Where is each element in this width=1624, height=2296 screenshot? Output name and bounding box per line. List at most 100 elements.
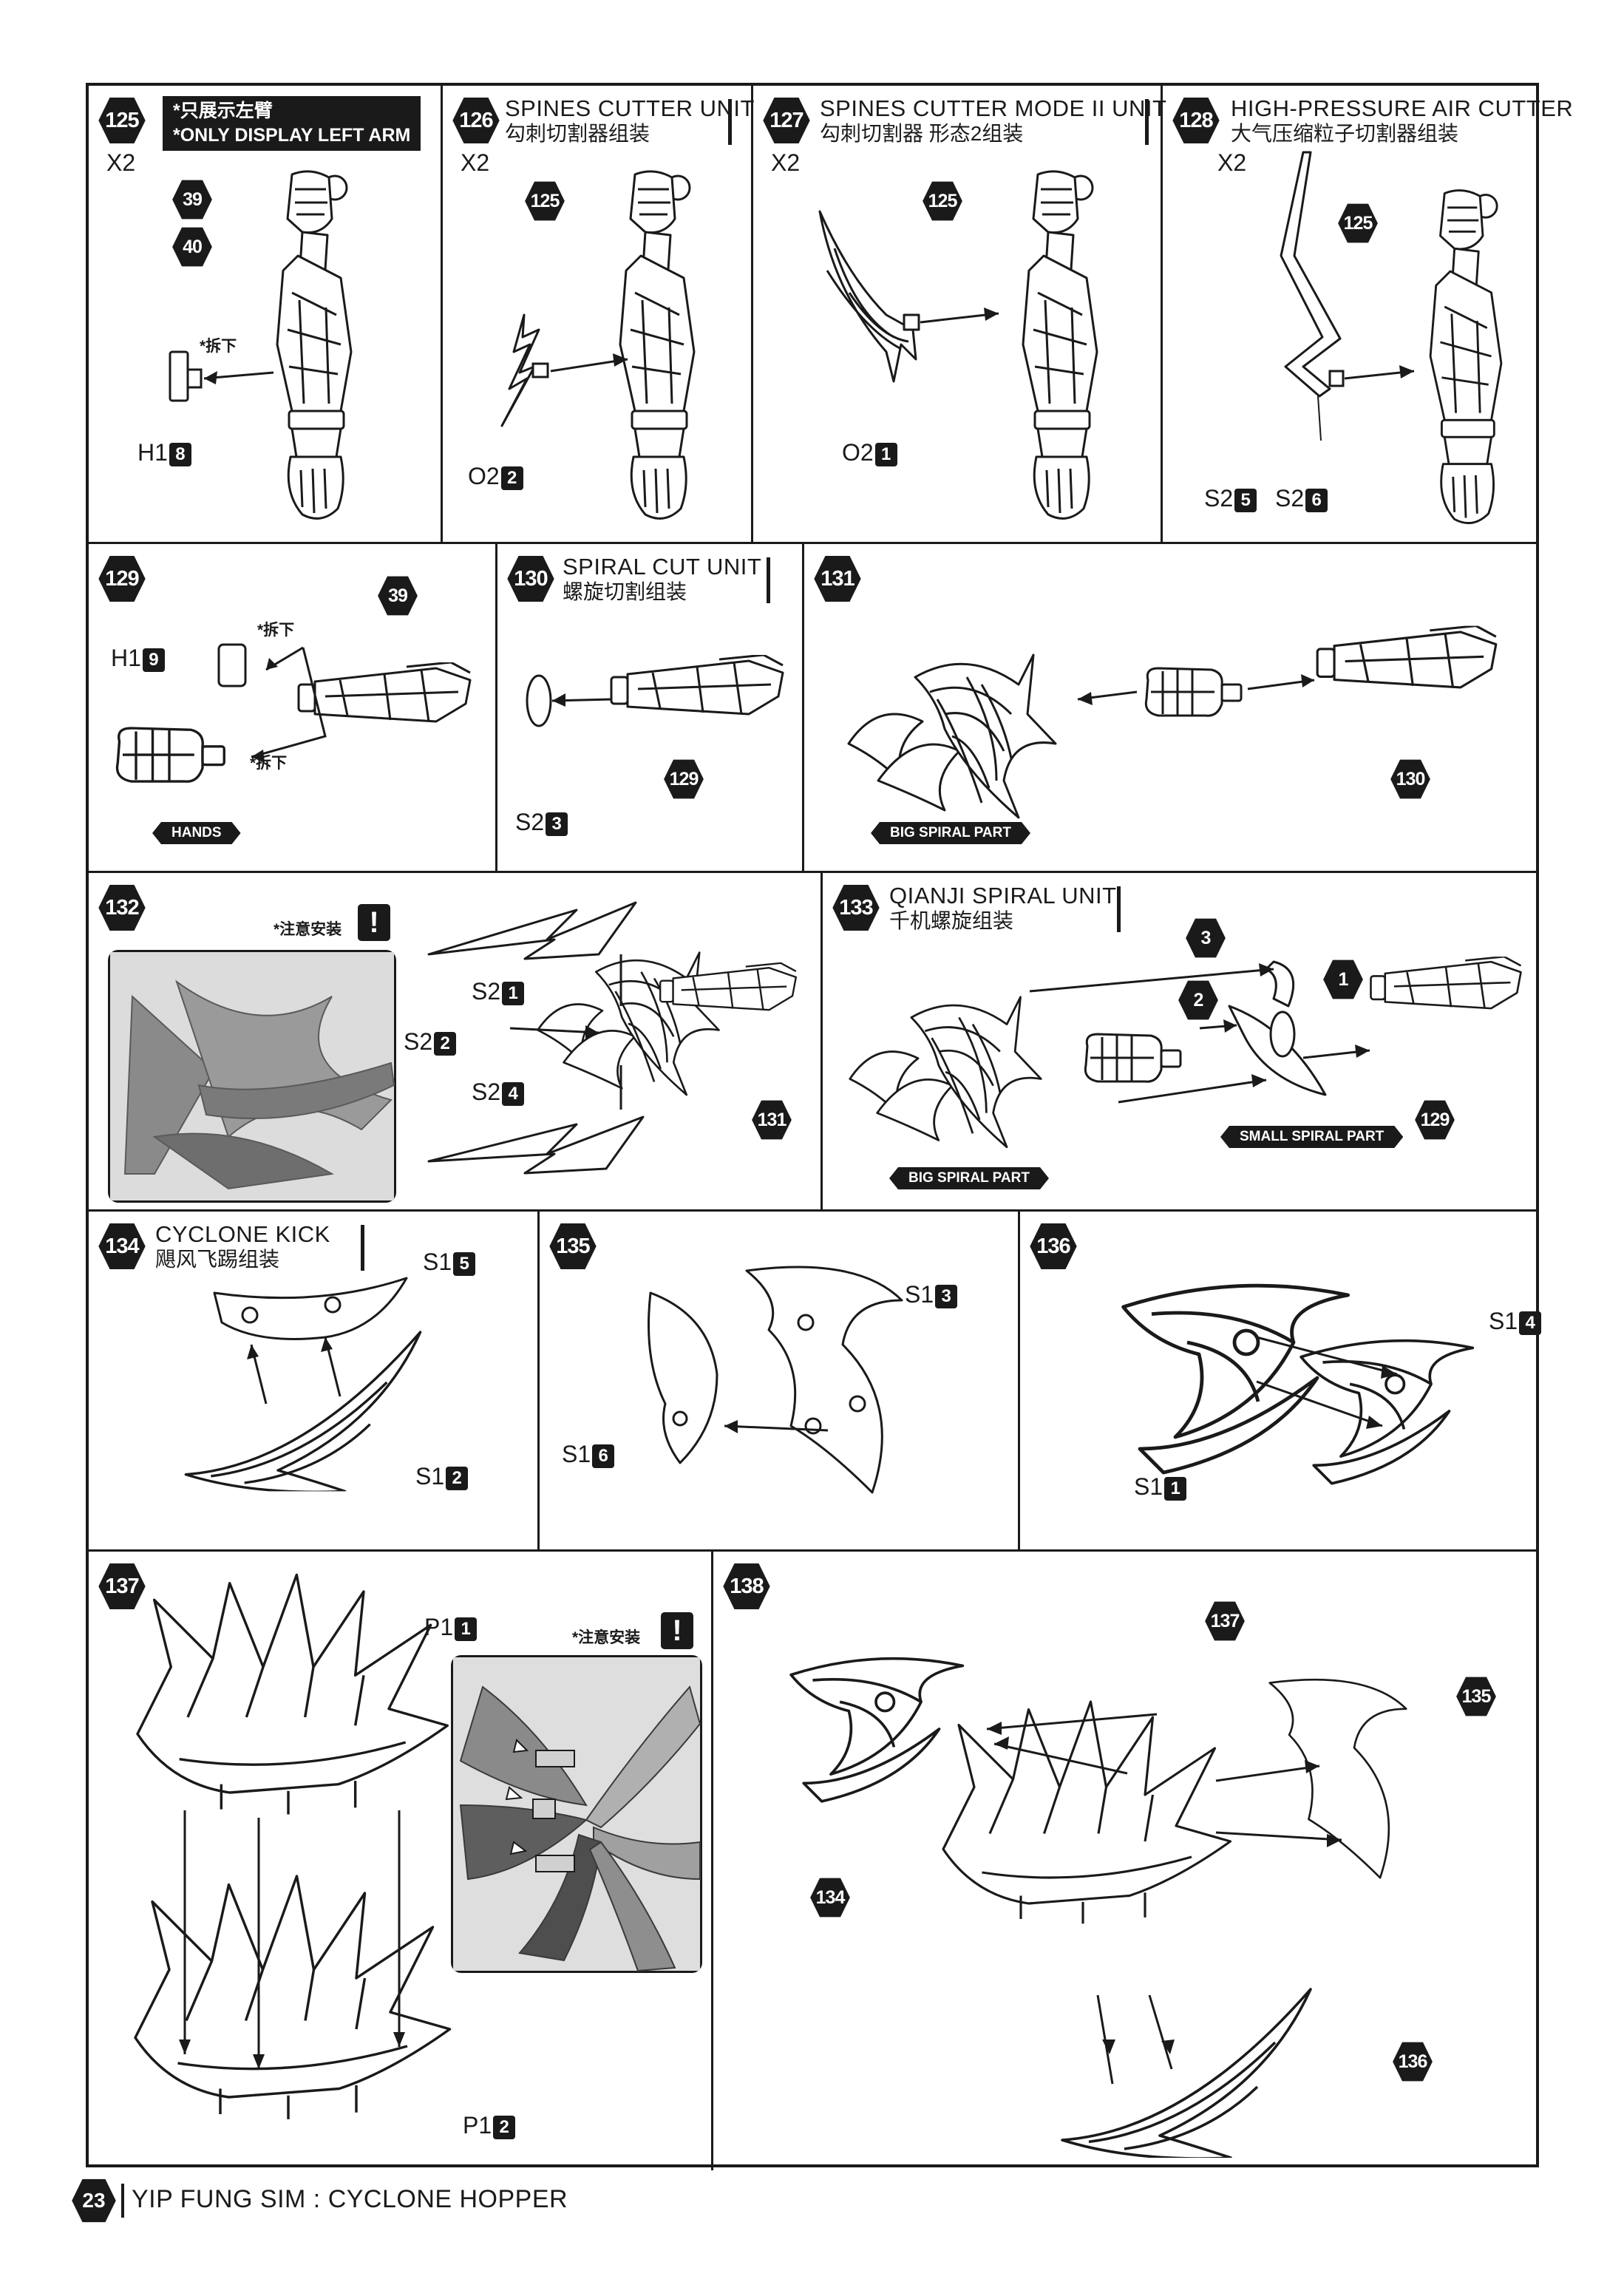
detail-photo bbox=[108, 950, 396, 1203]
air-cutter-part bbox=[1280, 151, 1415, 441]
order-badge-1: 1 bbox=[1322, 959, 1364, 1000]
page-number-badge: 23 bbox=[71, 2178, 117, 2224]
step-126-panel: 126 SPINES CUTTER UNIT 勾刺切割器组装 X2 125 O2… bbox=[443, 86, 755, 544]
step-number-badge: 129 bbox=[98, 554, 146, 603]
step-title: CYCLONE KICK 飓风飞踢组装 bbox=[155, 1221, 330, 1271]
callout-125: 125 bbox=[922, 180, 963, 222]
step-number-badge: 132 bbox=[98, 883, 146, 932]
callout-40: 40 bbox=[171, 226, 213, 268]
spine-cutter-mode2-part bbox=[818, 210, 999, 383]
step-138-panel: 138 137 135 134 136 bbox=[713, 1552, 1536, 2170]
small-spiral-part bbox=[1228, 960, 1327, 1096]
quantity: X2 bbox=[461, 149, 490, 176]
arm-illustration bbox=[1414, 186, 1518, 526]
remove-arrows bbox=[251, 646, 327, 763]
assembly-arrows bbox=[1077, 674, 1315, 705]
hand-illustration bbox=[106, 721, 232, 788]
forearm-illustration bbox=[1368, 954, 1523, 1017]
assembly-arrows bbox=[986, 1713, 1342, 2085]
step-number-badge: 126 bbox=[452, 96, 500, 145]
remove-note: *拆下 bbox=[200, 338, 237, 355]
forearm-illustration bbox=[608, 655, 786, 721]
step-title: SPIRAL CUT UNIT 螺旋切割组装 bbox=[563, 554, 762, 604]
display-note: *只展示左臂 *ONLY DISPLAY LEFT ARM bbox=[163, 96, 421, 151]
caution-note: *注意安装 bbox=[274, 921, 342, 938]
hands-label: HANDS bbox=[152, 822, 241, 844]
forearm-illustration bbox=[1314, 625, 1499, 696]
detail-photo bbox=[451, 1655, 702, 1973]
warning-icon: ! bbox=[358, 904, 390, 941]
callout-39: 39 bbox=[171, 179, 213, 220]
callout-130: 130 bbox=[1390, 758, 1431, 800]
instruction-sheet: 125 *只展示左臂 *ONLY DISPLAY LEFT ARM X2 39 … bbox=[86, 83, 1573, 2170]
spiral-cut-assembly bbox=[427, 901, 798, 1175]
big-spiral-label: BIG SPIRAL PART bbox=[871, 822, 1030, 844]
assembly-arrows bbox=[247, 1336, 342, 1405]
crest-top bbox=[118, 1566, 458, 1818]
title-bar bbox=[728, 99, 732, 145]
callout-129: 129 bbox=[1414, 1099, 1455, 1141]
side-part bbox=[648, 1291, 829, 1464]
step-125-panel: 125 *只展示左臂 *ONLY DISPLAY LEFT ARM X2 39 … bbox=[89, 86, 443, 544]
disc-part bbox=[526, 674, 612, 727]
step-133-panel: 133 QIANJI SPIRAL UNIT 千机螺旋组装 3 2 1 129 … bbox=[823, 873, 1536, 1212]
step-number-badge: 134 bbox=[98, 1222, 146, 1271]
quantity: X2 bbox=[1217, 149, 1247, 176]
step-number-badge: 128 bbox=[1172, 96, 1220, 145]
caution-note: *注意安装 bbox=[572, 1629, 641, 1646]
footer-divider bbox=[121, 2184, 124, 2218]
arm-illustration bbox=[1005, 167, 1115, 522]
callout-125: 125 bbox=[524, 180, 565, 222]
callout-39: 39 bbox=[377, 575, 418, 617]
title-bar bbox=[767, 557, 770, 603]
product-title: YIP FUNG SIM : CYCLONE HOPPER bbox=[132, 2185, 568, 2213]
claw-part bbox=[745, 1266, 903, 1494]
warning-icon: ! bbox=[661, 1612, 693, 1649]
right-claw bbox=[1268, 1678, 1407, 1879]
callout-135: 135 bbox=[1455, 1676, 1497, 1717]
removed-part bbox=[169, 350, 274, 402]
cyclone-kick-top-part bbox=[213, 1277, 408, 1340]
step-number-badge: 135 bbox=[548, 1222, 597, 1271]
step-title: QIANJI SPIRAL UNIT 千机螺旋组装 bbox=[889, 883, 1117, 933]
step-number-badge: 127 bbox=[762, 96, 811, 145]
callout-129: 129 bbox=[663, 758, 704, 800]
step-number-badge: 138 bbox=[722, 1562, 771, 1611]
step-number-badge: 136 bbox=[1029, 1222, 1078, 1271]
step-131-panel: 131 130 BIG SPIRAL PART bbox=[804, 544, 1536, 873]
quantity: X2 bbox=[106, 149, 136, 176]
callout-136: 136 bbox=[1392, 2041, 1433, 2082]
step-number-badge: 130 bbox=[506, 554, 555, 603]
order-badge-3: 3 bbox=[1185, 917, 1226, 959]
title-bar bbox=[361, 1225, 364, 1271]
spine-cutter-part bbox=[500, 313, 628, 427]
small-spiral-label: SMALL SPIRAL PART bbox=[1220, 1126, 1403, 1148]
step-127-panel: 127 SPINES CUTTER MODE II UNIT 勾刺切割器 形态2… bbox=[753, 86, 1166, 544]
big-spiral-label: BIG SPIRAL PART bbox=[889, 1167, 1049, 1189]
order-arrows bbox=[1029, 963, 1370, 1104]
assembly-arrows bbox=[179, 1810, 405, 2069]
step-title: SPINES CUTTER UNIT 勾刺切割器组装 bbox=[505, 95, 755, 146]
callout-125: 125 bbox=[1337, 203, 1379, 244]
cap-part bbox=[217, 643, 247, 687]
